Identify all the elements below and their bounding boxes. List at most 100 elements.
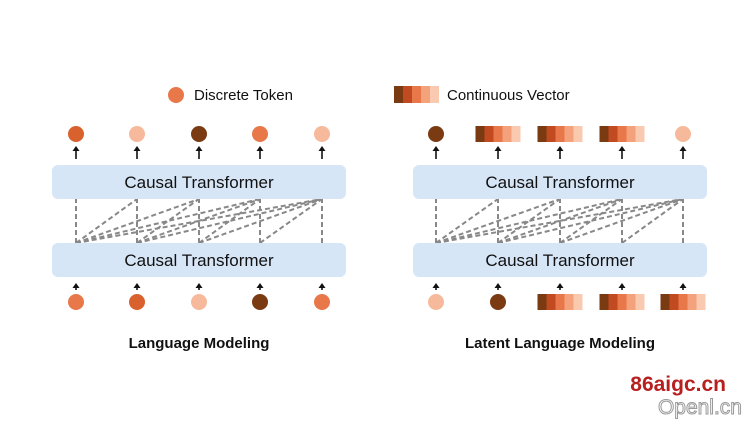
- vector-stripe: [502, 126, 512, 142]
- arrow-head: [432, 283, 440, 288]
- arrow-head: [195, 283, 203, 288]
- attention-link: [75, 198, 138, 244]
- discrete-token: [129, 294, 145, 310]
- top-box-label: Causal Transformer: [124, 173, 274, 192]
- discrete-token: [68, 126, 84, 142]
- attention-link: [497, 198, 623, 244]
- vector-stripe: [635, 126, 645, 142]
- attention-link: [136, 198, 200, 244]
- discrete-token: [252, 294, 268, 310]
- vector-stripe: [475, 126, 485, 142]
- arrow-head: [133, 146, 141, 151]
- vector-stripe: [669, 294, 679, 310]
- legend-continuous-vector-icon: [394, 86, 439, 103]
- vector-stripe: [537, 294, 547, 310]
- arrow-head: [618, 146, 626, 151]
- legend-vector-stripe: [394, 86, 403, 103]
- arrow-head: [133, 283, 141, 288]
- legend-discrete-label: Discrete Token: [194, 87, 293, 104]
- vector-stripe: [484, 126, 494, 142]
- attention-link: [198, 198, 323, 244]
- vector-stripe: [555, 294, 565, 310]
- arrow-head: [72, 146, 80, 151]
- vector-stripe: [599, 126, 609, 142]
- vector-stripe: [608, 126, 618, 142]
- vector-stripe: [564, 294, 574, 310]
- legend-vector-stripe: [421, 86, 430, 103]
- discrete-token: [129, 126, 145, 142]
- arrow-head: [195, 146, 203, 151]
- vector-stripe: [546, 294, 556, 310]
- watermark-line1: 86aigc.cn: [630, 373, 726, 396]
- watermark-line2: Openl.cn: [658, 396, 742, 419]
- vector-stripe: [626, 126, 636, 142]
- arrow-head: [318, 283, 326, 288]
- attention-link: [435, 198, 684, 244]
- attention-link: [198, 198, 261, 244]
- vector-stripe: [678, 294, 688, 310]
- attention-connections: [435, 198, 684, 244]
- vector-stripe: [696, 294, 706, 310]
- vector-stripe: [564, 126, 574, 142]
- continuous-vector-token: [660, 294, 706, 310]
- discrete-token: [252, 126, 268, 142]
- discrete-token: [490, 294, 506, 310]
- legend: Discrete Token Continuous Vector: [168, 86, 570, 104]
- vector-stripe: [511, 126, 521, 142]
- legend-discrete-token-icon: [168, 87, 184, 103]
- bottom-causal-transformer-box: [52, 243, 346, 277]
- vector-stripe: [555, 126, 565, 142]
- bottom-box-label: Causal Transformer: [485, 251, 635, 270]
- vector-stripe: [687, 294, 697, 310]
- continuous-vector-token: [537, 126, 583, 142]
- top-box-label: Causal Transformer: [485, 173, 635, 192]
- legend-vector-stripe: [403, 86, 412, 103]
- arrow-head: [494, 283, 502, 288]
- bottom-box-label: Causal Transformer: [124, 251, 274, 270]
- attention-link: [75, 198, 200, 244]
- arrow-head: [679, 283, 687, 288]
- legend-vector-stripe: [430, 86, 439, 103]
- top-causal-transformer-box: [52, 165, 346, 199]
- vector-stripe: [635, 294, 645, 310]
- discrete-token: [314, 126, 330, 142]
- panel-latent-language-modeling: Causal Transformer Causal Transformer La…: [413, 126, 707, 352]
- vector-stripe: [617, 126, 627, 142]
- attention-link: [497, 198, 561, 244]
- continuous-vector-token: [475, 126, 521, 142]
- vector-stripe: [537, 126, 547, 142]
- vector-stripe: [660, 294, 670, 310]
- attention-link: [621, 198, 684, 244]
- discrete-token: [314, 294, 330, 310]
- discrete-token: [428, 126, 444, 142]
- vector-stripe: [573, 294, 583, 310]
- attention-link: [559, 198, 684, 244]
- panel-title: Latent Language Modeling: [465, 335, 655, 352]
- discrete-token: [191, 126, 207, 142]
- continuous-vector-token: [599, 294, 645, 310]
- discrete-token: [191, 294, 207, 310]
- continuous-vector-token: [599, 126, 645, 142]
- vector-stripe: [546, 126, 556, 142]
- top-causal-transformer-box: [413, 165, 707, 199]
- arrow-head: [556, 146, 564, 151]
- legend-vector-stripe: [412, 86, 421, 103]
- arrow-head: [679, 146, 687, 151]
- arrow-head: [318, 146, 326, 151]
- attention-connections: [75, 198, 323, 244]
- legend-continuous-label: Continuous Vector: [447, 87, 570, 104]
- arrow-head: [556, 283, 564, 288]
- token-layer: [428, 126, 706, 310]
- attention-link: [75, 198, 323, 244]
- attention-link: [559, 198, 623, 244]
- discrete-token: [428, 294, 444, 310]
- arrow-head: [494, 146, 502, 151]
- bottom-causal-transformer-box: [413, 243, 707, 277]
- attention-link: [435, 198, 561, 244]
- discrete-token: [68, 294, 84, 310]
- arrow-head: [256, 283, 264, 288]
- arrow-head: [256, 146, 264, 151]
- watermark: 86aigc.cn Openl.cn: [630, 373, 742, 420]
- token-layer: [68, 126, 330, 310]
